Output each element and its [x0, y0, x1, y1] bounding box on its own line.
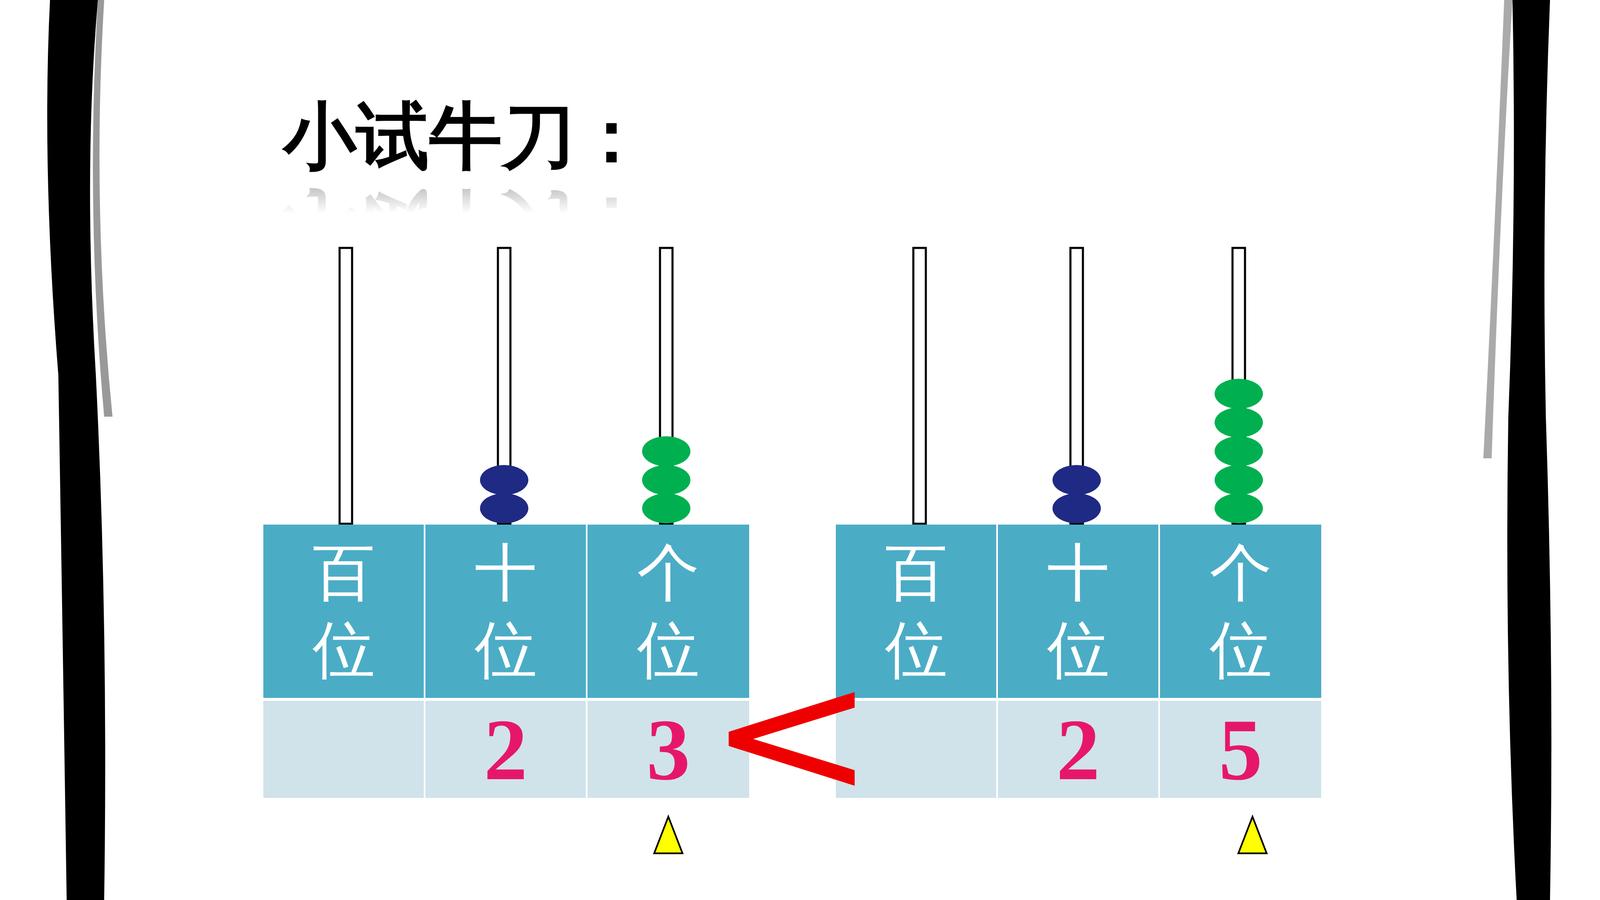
- digit: 2: [1056, 705, 1100, 794]
- place-header-cell: 百 位: [263, 524, 424, 698]
- place-header-cell: 个 位: [587, 524, 750, 698]
- marker-triangle: [654, 816, 683, 854]
- place-header-cell: 十 位: [997, 524, 1159, 698]
- place-name: 百 位: [880, 534, 952, 689]
- ten-beads: [480, 465, 1101, 524]
- place-header-cell: 个 位: [1160, 524, 1322, 698]
- empty-cell: [263, 700, 424, 798]
- place-header-cell: 百 位: [835, 524, 997, 698]
- digit: 2: [483, 705, 528, 794]
- digit-cell: 5: [1160, 700, 1322, 798]
- place-header-cell: 十 位: [425, 524, 586, 698]
- digit-cell: 3: [587, 700, 750, 798]
- place-name: 个 位: [1205, 534, 1277, 689]
- empty-cell: [835, 700, 997, 798]
- marker-triangle: [1238, 816, 1267, 854]
- one-beads: [642, 378, 1263, 524]
- place-name: 十 位: [470, 534, 542, 689]
- place-name: 个 位: [632, 534, 704, 689]
- place-name: 百 位: [308, 534, 380, 689]
- border-stroke: [1507, 0, 1552, 900]
- abacus-rods: [339, 247, 1245, 524]
- digit: 3: [646, 705, 691, 794]
- border-shadow: [92, 0, 113, 417]
- comparison-sign: <: [729, 650, 855, 817]
- place-name: 十 位: [1042, 534, 1114, 689]
- digit-cell: 2: [425, 700, 586, 798]
- slide-title: 小试牛刀：: [283, 87, 648, 187]
- digit: 5: [1218, 705, 1263, 794]
- digit-cell: 2: [997, 700, 1159, 798]
- border-shadow: [1483, 0, 1513, 459]
